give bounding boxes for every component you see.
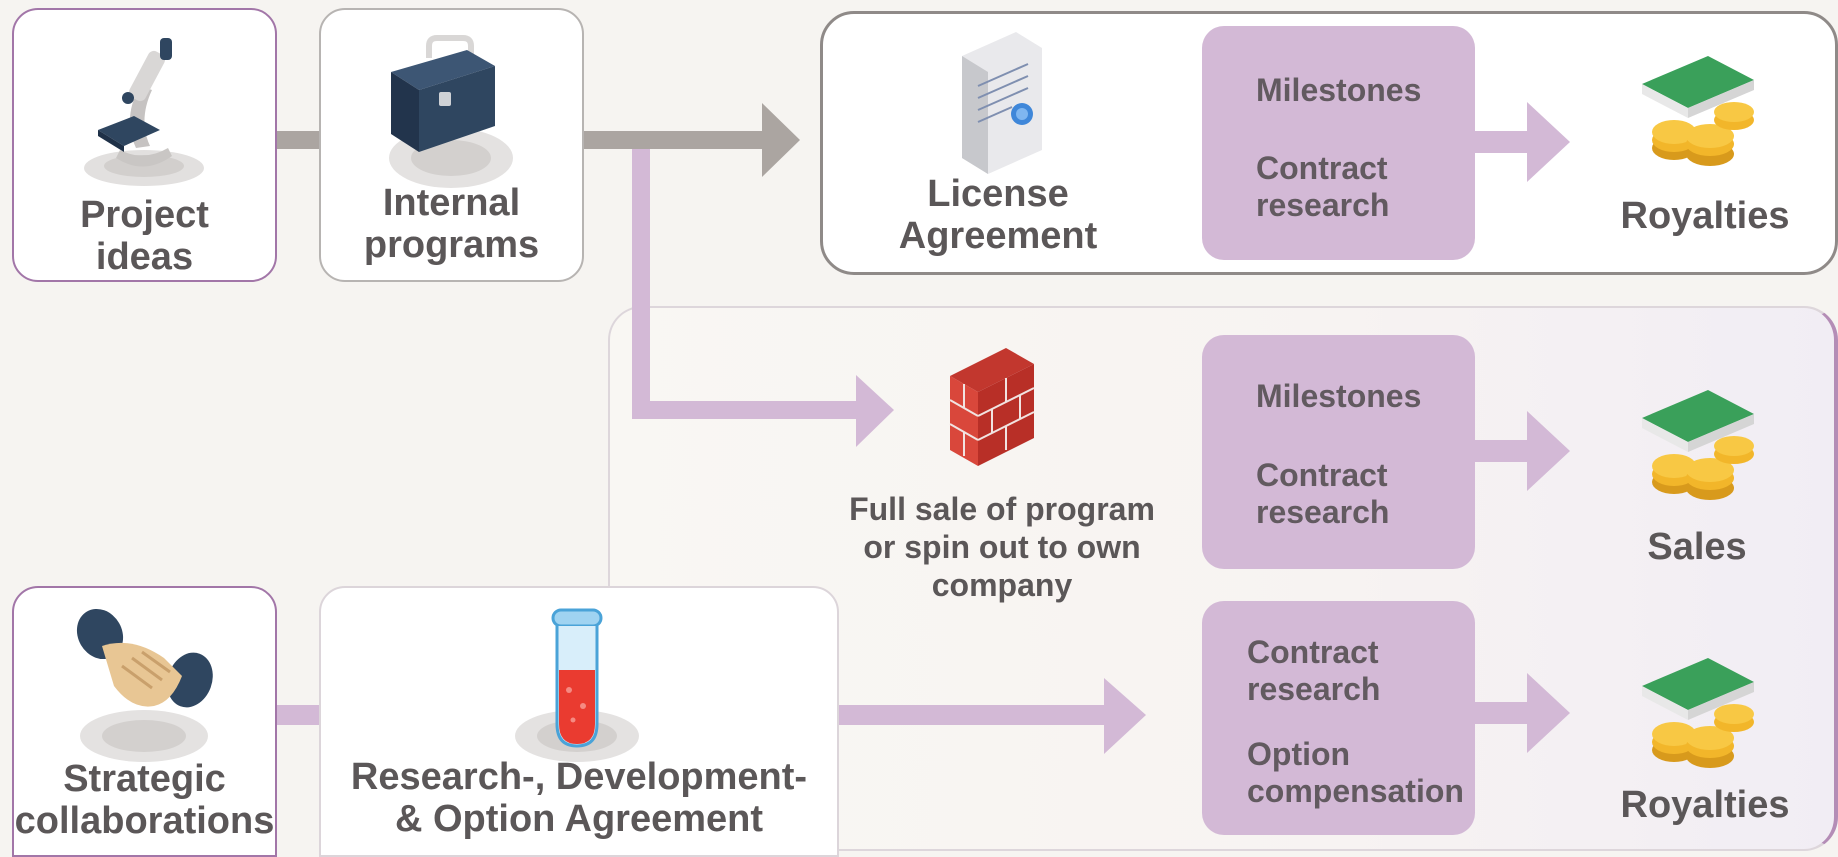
project-ideas-card: Project ideas [12,8,277,282]
arrow-license-outcome [1527,102,1570,182]
purple-branch-head [856,375,894,447]
purple-branch-horizontal [632,401,858,419]
rdo-agreement-card: Research-, Development- & Option Agreeme… [319,586,839,857]
option-compensation: Option compensation [1247,736,1464,809]
option-contract-research: Contract research [1247,634,1381,707]
strategic-collaborations-label: Strategic collaborations [14,758,275,842]
document-icon [962,32,1042,174]
license-agreement-label: License Agreement [898,173,1098,257]
briefcase-icon [389,35,513,188]
sale-payments-box [1202,335,1475,569]
arrow-sale-outcome [1527,411,1570,491]
purple-arrow-head-rdo [1104,678,1146,754]
purple-branch-vertical [632,149,650,419]
handshake-icon [76,608,213,762]
license-milestones: Milestones [1256,72,1422,108]
license-outcome-label: Royalties [1620,195,1790,237]
money-coins-icon [1642,56,1754,166]
purple-arrow-shaft-rdo [838,705,1108,725]
grey-arrow-shaft [583,131,765,149]
internal-programs-label: Internal programs [363,182,540,266]
sale-milestones: Milestones [1256,378,1422,414]
full-sale-label: Full sale of program or spin out to own … [849,491,1155,603]
arrow-option-outcome [1527,673,1570,753]
grey-connector-1 [276,131,322,149]
money-coins-icon [1642,390,1754,500]
purple-connector-2 [276,705,322,725]
license-contract-research: Contract research [1256,150,1390,223]
license-payments-box [1202,26,1475,260]
brick-wall-icon [949,348,1035,466]
money-coins-icon [1642,658,1754,768]
grey-arrow-head [762,103,800,177]
test-tube-icon [515,608,639,762]
option-outcome-label: Royalties [1620,784,1790,826]
strategic-collaborations-card: Strategic collaborations [12,586,277,857]
project-ideas-label: Project ideas [80,194,209,278]
option-payments-box [1202,601,1475,835]
sale-contract-research: Contract research [1256,457,1390,530]
internal-programs-card: Internal programs [319,8,584,282]
sale-outcome-label: Sales [1647,526,1747,568]
rdo-agreement-label: Research-, Development- & Option Agreeme… [350,756,808,840]
microscope-icon [84,38,204,186]
